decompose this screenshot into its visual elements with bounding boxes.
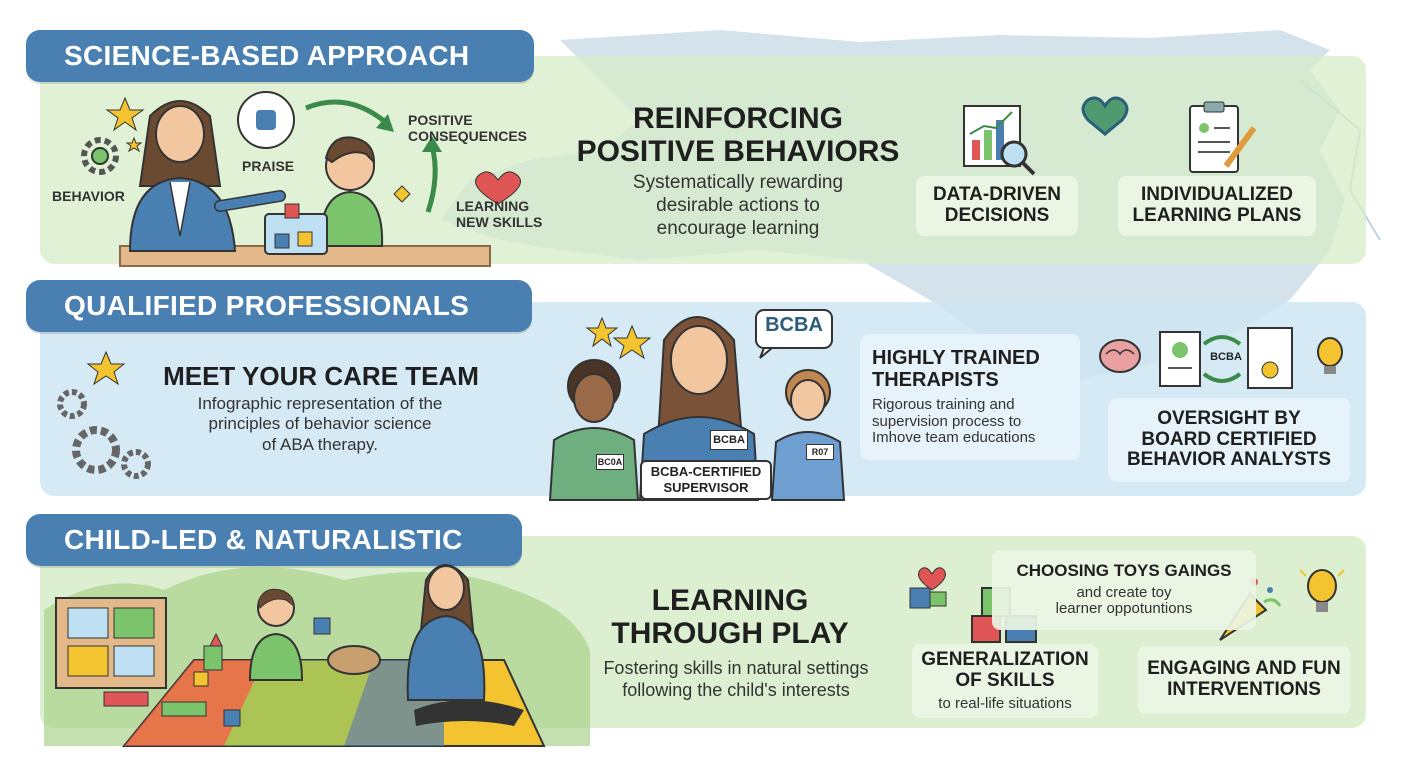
oversight-icons [1099,327,1343,389]
engaging-card: ENGAGING AND FUN INTERVENTIONS [1138,646,1350,714]
chart-magnifier-icon [963,105,1036,176]
badge-right: R07 [806,444,834,460]
care-team-description: Infographic representation of the princi… [197,394,443,454]
play-headline: LEARNING THROUGH PLAY [611,584,849,650]
choosing-toys-title: CHOOSING TOYS GAINGS [1016,561,1232,581]
data-driven-decisions-card: DATA-DRIVEN DECISIONS [916,176,1078,236]
gears-stars-icon [57,350,151,479]
therapists-text: Rigorous training and supervision proces… [872,396,1036,447]
generalization-card: GENERALIZATION OF SKILLS to real-life si… [912,644,1098,718]
generalization-text: to real-life situations [938,694,1072,712]
behavior-label: BEHAVIOR [52,188,125,204]
oversight-card: OVERSIGHT BY BOARD CERTIFIED BEHAVIOR AN… [1108,398,1350,482]
heart-icon [1081,96,1129,136]
badge-left: BC0A [596,454,624,470]
reinforcing-headline: REINFORCING POSITIVE BEHAVIORS [576,102,900,168]
bcba-icon-label: BCBA [1210,351,1242,363]
positive-consequences-label: POSITIVE CONSEQUENCES [408,112,528,145]
praise-label: PRAISE [242,158,295,174]
section-tab-science: SCIENCE-BASED APPROACH [26,30,534,82]
therapists-card: HIGHLY TRAINED THERAPISTS Rigorous train… [860,334,1080,460]
play-scene-illustration [44,564,590,747]
section-tab-professionals: QUALIFIED PROFESSIONALS [26,280,532,332]
learning-new-skills-label: LEARNING NEW SKILLS [456,198,543,231]
supervisor-label: BCBA-CERTIFIED SUPERVISOR [640,460,772,500]
section-tab-play: CHILD-LED & NATURALISTIC [26,514,522,566]
individualized-learning-plans-card: INDIVIDUALIZED LEARNING PLANS [1118,176,1316,236]
therapist-child-illustration [81,91,521,267]
therapists-title: HIGHLY TRAINED THERAPISTS [872,347,1040,392]
badge-center: BCBA [710,430,748,450]
care-team-headline: MEET YOUR CARE TEAM [163,361,479,391]
bcba-speech-bubble: BCBA [765,314,823,336]
reinforcing-description: Systematically rewarding desirable actio… [632,172,844,239]
play-description: Fostering skills in natural settings fol… [603,658,869,700]
choosing-toys-card: CHOOSING TOYS GAINGS and create toy lear… [992,550,1256,630]
choosing-toys-text: and create toy learner oppotuntions [1055,583,1193,618]
clipboard-plan-icon [1189,101,1257,173]
generalization-title: GENERALIZATION OF SKILLS [921,648,1089,691]
